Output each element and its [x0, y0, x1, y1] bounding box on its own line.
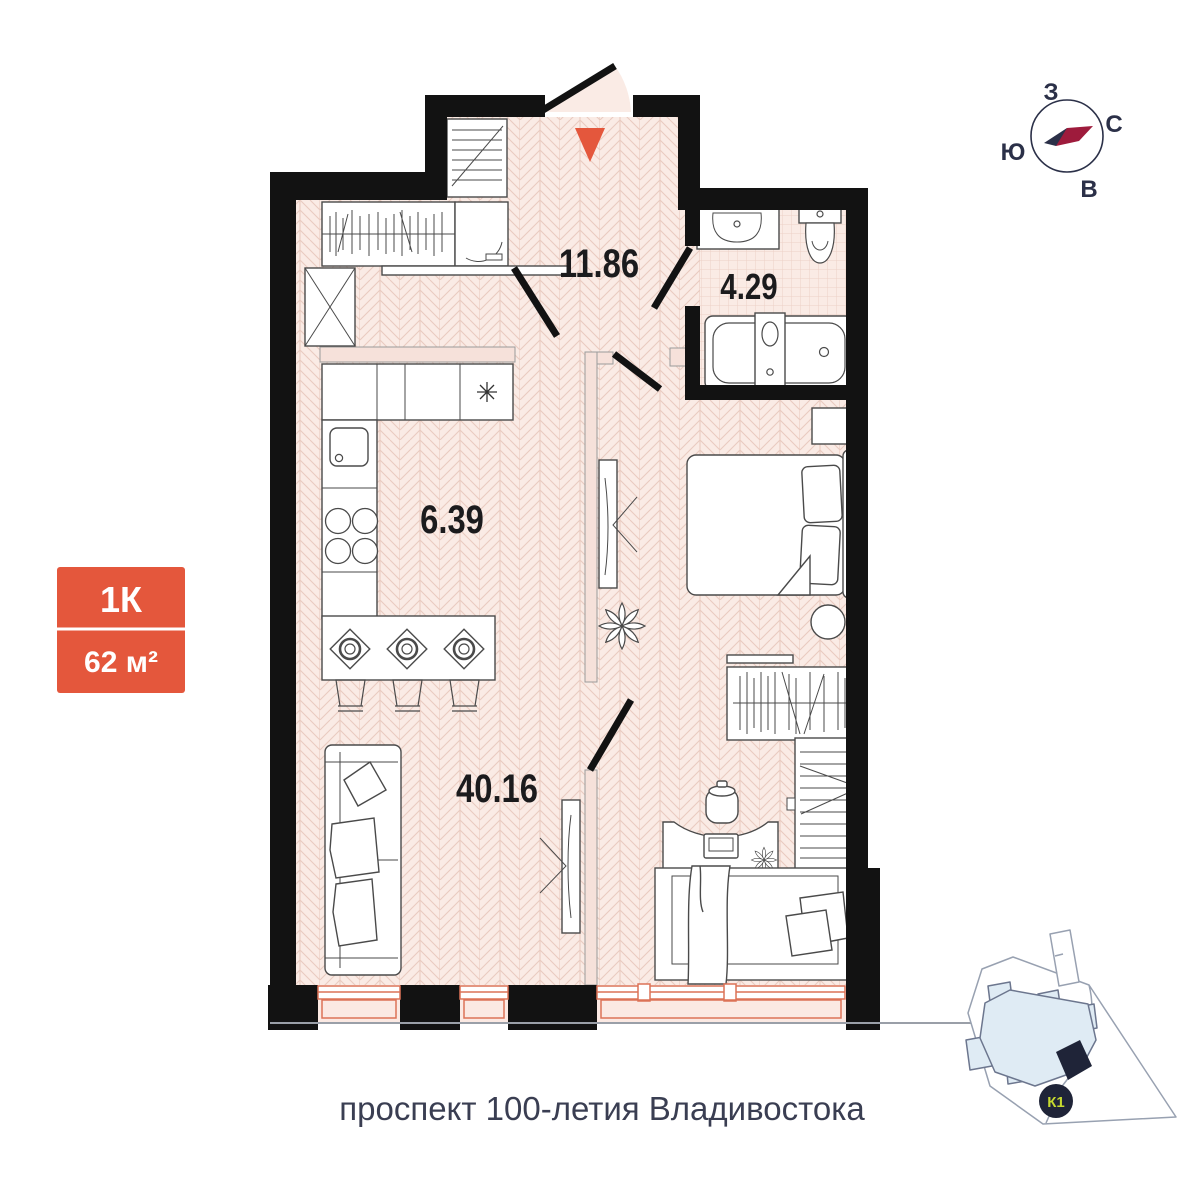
sofa — [324, 744, 402, 976]
kitchen-counter — [321, 419, 379, 619]
stove — [324, 507, 379, 565]
bed-pillow — [785, 909, 833, 957]
bath-sink — [696, 206, 780, 250]
window — [459, 985, 509, 1019]
room-area-value: 6.39 — [420, 497, 484, 542]
living-door-leaf — [586, 698, 635, 772]
room-label-living: 40.16 — [456, 766, 538, 811]
walls — [268, 95, 880, 1030]
bed-blanket — [687, 865, 731, 985]
laptop — [703, 833, 739, 859]
blanket-fold — [776, 554, 811, 596]
bathroom-door-leaf — [650, 246, 694, 310]
highlighted-building-section — [1056, 1040, 1092, 1080]
bathtub — [704, 312, 854, 394]
partition-bedroom-lower — [584, 769, 598, 986]
partition-kitchen — [319, 346, 516, 363]
room-label-hallway: 11.86 — [559, 241, 639, 286]
compass-needle-icon — [1044, 126, 1093, 146]
kitchen-upper-cabinets — [321, 363, 514, 421]
sofa-blanket — [329, 817, 380, 879]
fridge-snowflake-icon — [477, 382, 497, 402]
compass-west-label: З — [1043, 79, 1058, 106]
room-label-kitchen: 6.39 — [420, 497, 484, 542]
sofa-pillow — [343, 760, 387, 807]
double-bed — [686, 449, 857, 599]
tv-view-angle — [539, 837, 567, 894]
site-map: К1 — [965, 929, 1177, 1125]
area-badge: 1К 62 м² — [57, 567, 185, 693]
compass-ring — [1030, 99, 1104, 173]
kitchen-sink — [329, 427, 369, 467]
storage-box — [304, 267, 356, 347]
compass-north-label: С — [1105, 111, 1122, 138]
k1-marker[interactable]: К1 — [1039, 1084, 1073, 1118]
tv-living — [539, 799, 581, 934]
bed-pillow — [801, 464, 843, 524]
washing-machine — [454, 201, 509, 267]
plant-icon — [598, 602, 646, 650]
room-area-labels: 11.86 4.29 6.39 40.16 — [420, 241, 778, 811]
desk — [662, 780, 779, 873]
tv-view-angle — [612, 496, 638, 553]
window — [596, 983, 846, 1019]
room-label-bathroom: 4.29 — [720, 266, 777, 306]
k1-marker-circle[interactable] — [1039, 1084, 1073, 1118]
doors — [511, 63, 694, 772]
hall-console — [381, 265, 571, 276]
compass: З С Ю В — [1001, 79, 1123, 203]
partition-bedroom-upper — [584, 351, 598, 683]
bedroom-wardrobe — [786, 737, 857, 871]
bar-counter — [321, 615, 496, 712]
entrance-arrow-icon — [575, 128, 605, 162]
room-area-value: 11.86 — [559, 241, 639, 286]
neighbor-building — [1049, 929, 1080, 987]
tv-bedroom — [598, 459, 638, 589]
bedroom-closet — [726, 654, 856, 741]
hallway-wardrobe — [321, 201, 456, 267]
entrance-door-leaf — [541, 63, 617, 113]
badge-rooms-label: 1К — [100, 579, 143, 620]
compass-east-label: В — [1080, 176, 1097, 203]
badge-area-label: 62 м² — [84, 646, 158, 679]
k1-marker-label: К1 — [1047, 1094, 1065, 1111]
street-label: проспект 100-летия Владивостока — [339, 1090, 865, 1127]
pouf — [810, 604, 846, 640]
windows — [317, 983, 846, 1019]
bedroom-door-leaf — [611, 351, 663, 392]
room-area-value: 4.29 — [720, 266, 777, 306]
sofa-blanket — [332, 878, 378, 947]
hall-door-leaf — [511, 266, 560, 338]
window — [317, 985, 401, 1019]
single-bed — [654, 865, 856, 985]
partition-bath-stub — [669, 347, 688, 367]
desk-bin — [705, 780, 739, 824]
furniture-layer — [304, 118, 857, 985]
room-area-value: 40.16 — [456, 766, 538, 811]
shoe-cabinet — [446, 118, 508, 198]
compass-south-label: Ю — [1001, 139, 1026, 166]
